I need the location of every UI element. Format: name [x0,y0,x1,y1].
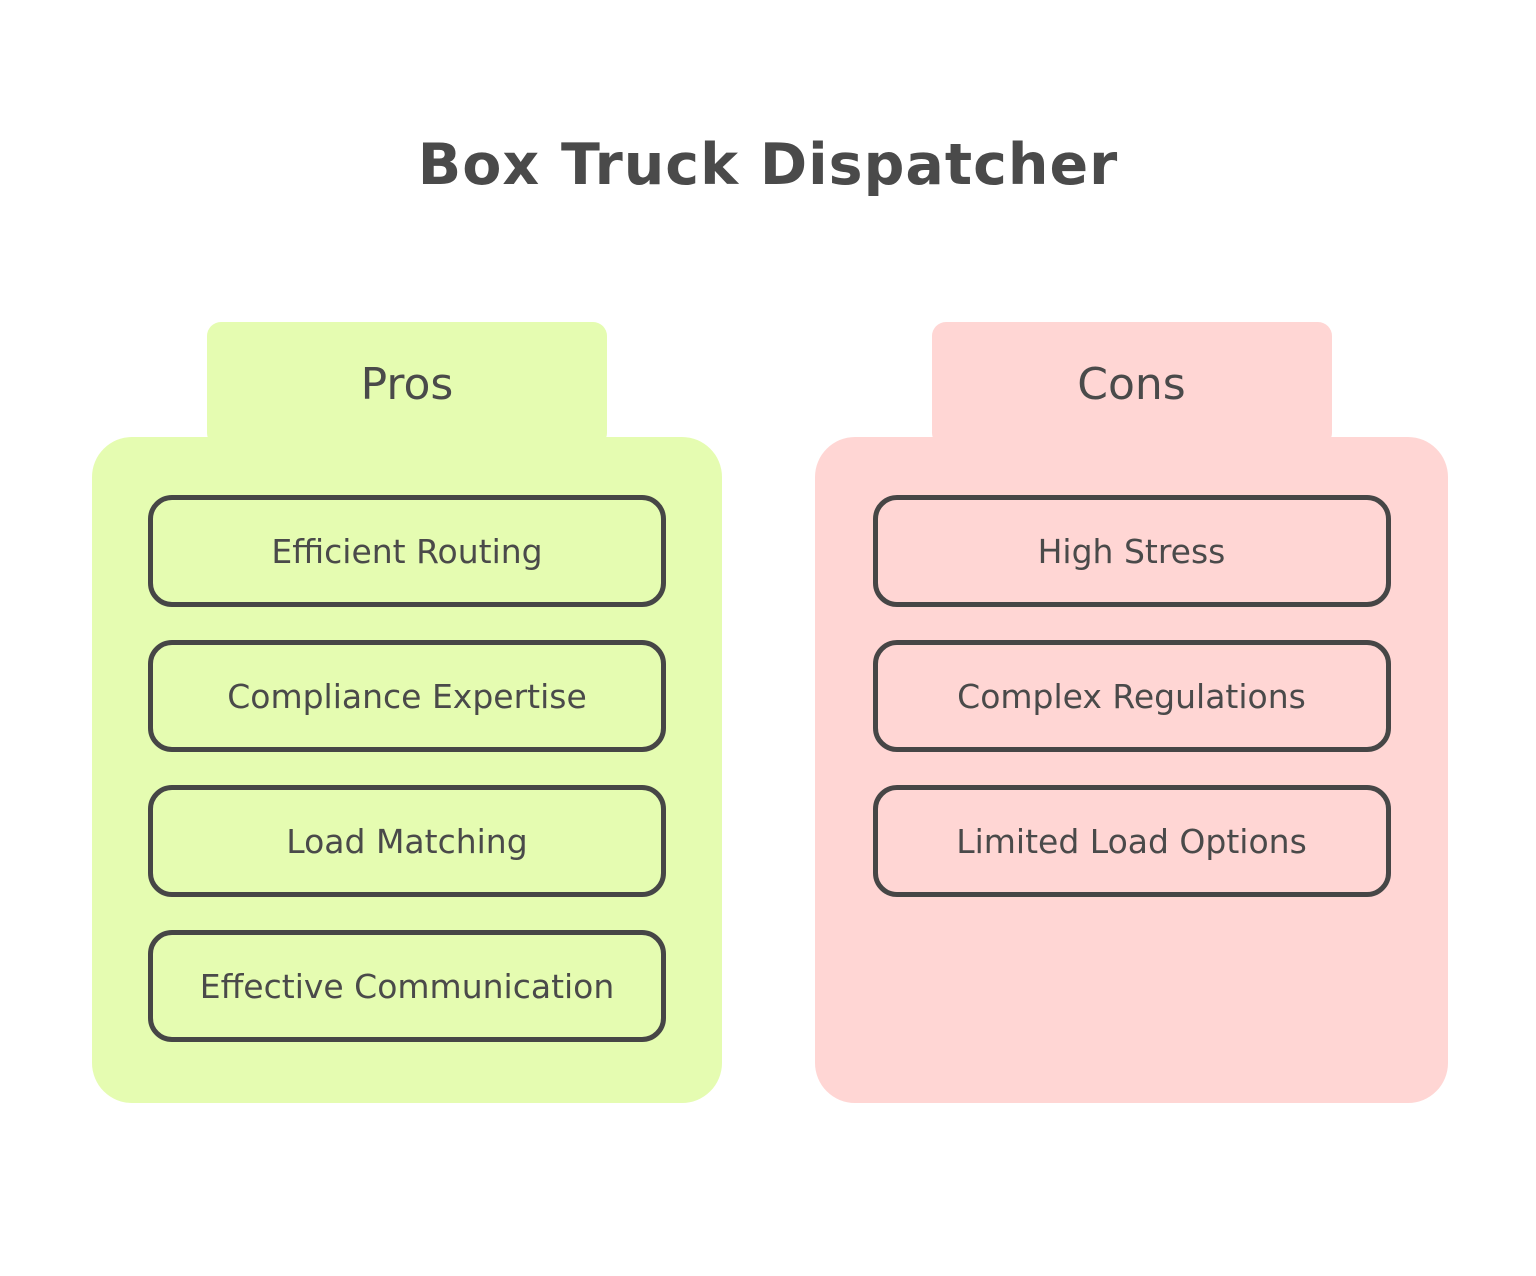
cons-header-label: Cons [1077,359,1186,410]
cons-header-tab: Cons [931,322,1332,447]
cons-item: High Stress [872,495,1391,607]
cons-item: Limited Load Options [872,785,1391,897]
pros-item: Effective Communication [148,930,666,1042]
pros-item: Compliance Expertise [148,640,666,752]
pros-header-label: Pros [360,359,454,410]
pros-item: Load Matching [148,785,666,897]
cons-item: Complex Regulations [872,640,1391,752]
diagram-title: Box Truck Dispatcher [417,132,1119,198]
pros-header-tab: Pros [207,322,607,447]
pros-item: Efficient Routing [148,495,666,607]
pros-container: Efficient Routing Compliance Expertise L… [92,437,722,1103]
cons-container: High Stress Complex Regulations Limited … [815,437,1448,1103]
